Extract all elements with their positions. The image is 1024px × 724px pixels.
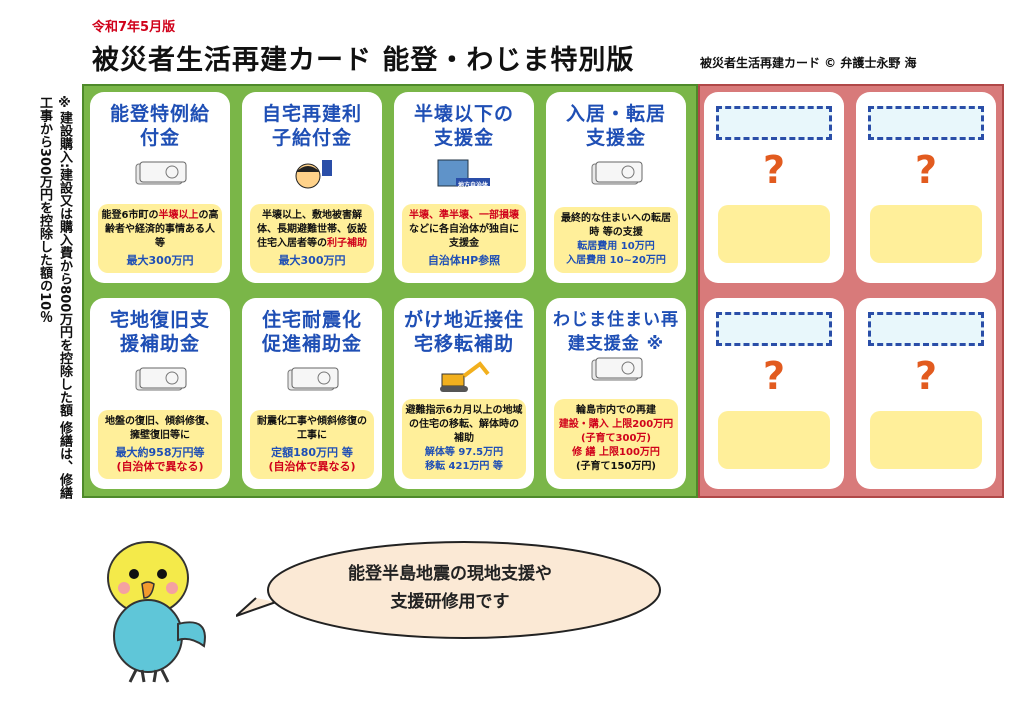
- card-title: わじま住まい再建支援金 ※: [553, 310, 679, 354]
- money-icon: [135, 161, 187, 185]
- card-description: 半壊、準半壊、一部損壊などに各自治体が独自に支援金 自治体HP参照: [402, 204, 526, 273]
- excavator-icon: [440, 361, 490, 392]
- speech-text: 能登半島地震の現地支援や 支援研修用です: [348, 564, 552, 612]
- card-partial-damage[interactable]: 半壊以下の支援金 地方自治体 半壊、準半壊、一部損壊などに各自治体が独自に支援金…: [394, 92, 534, 283]
- blank-title-box[interactable]: [868, 312, 984, 346]
- money-icon: [135, 367, 187, 391]
- question-mark: ?: [914, 148, 938, 192]
- placeholder-card[interactable]: ?: [704, 92, 844, 283]
- card-title: 能登特例給付金: [110, 103, 211, 149]
- blank-description-box[interactable]: [718, 411, 830, 469]
- card-description: 最終的な住まいへの転居時 等の支援 転居費用 10万円 入居費用 10~20万円: [554, 207, 678, 273]
- blank-description-box[interactable]: [718, 205, 830, 263]
- card-amount: 自治体HP参照: [427, 254, 501, 267]
- question-mark: ?: [762, 148, 786, 192]
- card-move-in[interactable]: 入居・転居支援金 最終的な住まいへの転居時 等の支援 転居費用 10万円 入居費…: [546, 92, 686, 283]
- icon-label: 地方自治体: [458, 182, 489, 189]
- money-icon: [591, 161, 643, 185]
- money-icon: [591, 357, 643, 381]
- page-title: 被災者生活再建カード 能登・わじま特別版: [92, 45, 635, 76]
- blank-title-box[interactable]: [716, 312, 832, 346]
- side-note: ※建設購入:建設又は購入費から800万円を控除した額 修繕は、修繕工事から300…: [37, 96, 72, 499]
- question-mark: ?: [914, 354, 938, 398]
- placeholder-card[interactable]: ?: [856, 298, 996, 489]
- card-title: 自宅再建利子給付金: [261, 103, 362, 149]
- card-title: 入居・転居支援金: [565, 103, 666, 149]
- person-icon: [295, 160, 332, 189]
- card-seismic-retrofit[interactable]: 住宅耐震化促進補助金 耐震化工事や傾斜修復の工事に 定額180万円 等 (自治体…: [242, 298, 382, 489]
- card-noto-special[interactable]: 能登特例給付金 能登6市町の半壊以上の高齢者や経済的事情ある人等 最大300万円: [90, 92, 230, 283]
- card-amount: 最大約958万円等: [115, 446, 205, 459]
- blank-description-box[interactable]: [870, 205, 982, 263]
- credit-text: 被災者生活再建カード © 弁護士永野 海: [700, 56, 917, 70]
- blank-title-box[interactable]: [868, 106, 984, 140]
- card-title: 宅地復旧支援補助金: [109, 309, 210, 355]
- card-description: 耐震化工事や傾斜修復の工事に 定額180万円 等 (自治体で異なる): [250, 410, 374, 479]
- card-cliff-relocation[interactable]: がけ地近接住宅移転補助 避難指示6カ月以上の地域の住宅の移転、解体時の補助 解体…: [394, 298, 534, 489]
- placeholder-card[interactable]: ?: [856, 92, 996, 283]
- card-description: 地盤の復旧、傾斜修復、擁壁復旧等に 最大約958万円等 (自治体で異なる): [98, 410, 222, 479]
- card-description: 半壊以上、敷地被害解体、長期避難世帯、仮設住宅入居者等の利子補助 最大300万円: [250, 204, 374, 273]
- card-wajima-rebuild[interactable]: わじま住まい再建支援金 ※ 輪島市内での再建 建設・購入 上限200万円(子育て…: [546, 298, 686, 489]
- edition-label: 令和7年5月版: [92, 20, 176, 35]
- card-description: 避難指示6カ月以上の地域の住宅の移転、解体時の補助 解体等 97.5万円 移転 …: [402, 399, 526, 479]
- card-title: 住宅耐震化促進補助金: [261, 309, 362, 355]
- speech-bubble: [236, 541, 661, 639]
- card-interest-subsidy[interactable]: 自宅再建利子給付金 半壊以上、敷地被害解体、長期避難世帯、仮設住宅入居者等の利子…: [242, 92, 382, 283]
- card-title: 半壊以下の支援金: [413, 103, 514, 149]
- card-amount: 最大300万円: [126, 254, 194, 267]
- card-description: 能登6市町の半壊以上の高齢者や経済的事情ある人等 最大300万円: [98, 204, 222, 273]
- blank-title-box[interactable]: [716, 106, 832, 140]
- question-mark: ?: [762, 354, 786, 398]
- card-land-restoration[interactable]: 宅地復旧支援補助金 地盤の復旧、傾斜修復、擁壁復旧等に 最大約958万円等 (自…: [90, 298, 230, 489]
- card-description: 輪島市内での再建 建設・購入 上限200万円(子育て300万) 修 繕 上限10…: [554, 399, 678, 479]
- blank-description-box[interactable]: [870, 411, 982, 469]
- card-amount: 定額180万円 等: [271, 446, 353, 459]
- money-icon: [287, 367, 339, 391]
- office-building-icon: [437, 159, 490, 187]
- parrot-mascot-icon: [107, 541, 206, 683]
- card-amount: 最大300万円: [278, 254, 346, 267]
- card-title: がけ地近接住宅移転補助: [404, 309, 525, 355]
- placeholder-card[interactable]: ?: [704, 298, 844, 489]
